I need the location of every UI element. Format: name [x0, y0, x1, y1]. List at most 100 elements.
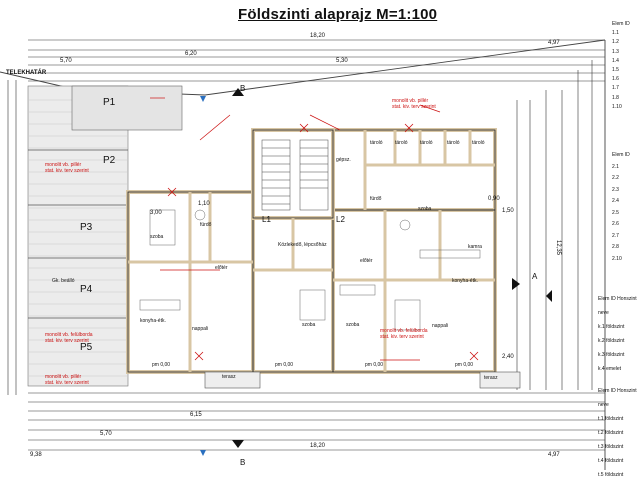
beam-note-2: monolit vb. felülborda stat. kiv. terv s… — [380, 328, 428, 340]
pillar-note-1-line1: monolit vb. pillér — [45, 162, 82, 168]
room-nappali-2: nappali — [432, 323, 449, 329]
pillar-note-1: monolit vb. pillér stat. kiv. terv szeri… — [45, 162, 89, 174]
table2-row: 2.8 — [612, 244, 619, 250]
room-szoba-1: szoba — [150, 234, 164, 240]
column-marks — [167, 123, 479, 361]
room-furdo-2: fürdő — [370, 196, 382, 202]
cell: emelet — [606, 366, 622, 372]
table2-row: 2.1 — [612, 163, 619, 170]
storage-4: tároló — [447, 140, 460, 146]
parking-p4: P4 — [80, 284, 93, 295]
table1-row: 1.4 — [612, 57, 619, 64]
table1-row: 1.10 — [612, 103, 622, 110]
dim-right-1: 12,35 — [555, 240, 561, 256]
table1-row: 1.6 — [612, 76, 619, 83]
room-eloter-2: előtér — [360, 258, 373, 264]
pm-level-2: pm 0,00 — [275, 362, 294, 368]
section-mark-a: A — [532, 272, 538, 281]
table3-header-name: Honszint neve — [598, 296, 637, 316]
table1-row: 1.5 — [612, 67, 619, 74]
pm-level-3: pm 0,00 — [365, 362, 384, 368]
level-markers — [200, 96, 206, 456]
element-table-2: Elem ID 2.1 2.2 2.3 2.4 2.5 2.6 2.7 2.8 … — [612, 150, 640, 265]
dim-inner-2: 1,10 — [198, 201, 210, 207]
room-terasz-2: terasz — [484, 375, 498, 381]
room-nappali-1: nappali — [192, 326, 209, 332]
table1-header: Elem ID — [612, 21, 630, 27]
parking-p3: P3 — [80, 222, 93, 233]
top-dimension-lines — [28, 39, 605, 82]
parking-area — [27, 85, 183, 387]
dim-top-2: 5,70 — [60, 58, 72, 64]
beam-note-2-line2: stat. kiv. terv szerint — [380, 334, 424, 340]
table2-row: 2.10 — [612, 255, 622, 262]
dim-bottom-4: 4,97 — [548, 452, 560, 458]
cell: földszint — [606, 352, 625, 358]
table2-row: 2.3 — [612, 186, 619, 193]
room-konyha-1: konyha-étk. — [140, 318, 166, 324]
red-annotations — [150, 97, 441, 361]
table4-header-id: Elem ID — [598, 388, 616, 394]
cell: k.2 — [598, 338, 605, 344]
beam-note-1-line2: stat. kiv. terv szerint — [45, 338, 89, 344]
table4-row: t.3 földszint — [598, 440, 640, 454]
dim-bottom-total: 18,20 — [310, 443, 326, 449]
storage-1: tároló — [370, 140, 383, 146]
cell: k.1 — [598, 324, 605, 330]
pillar-note-3-line1: monolit vb. pillér — [392, 98, 429, 104]
pillar-note-2-line1: monolit vb. pillér — [45, 374, 82, 380]
cell: t.1 — [598, 416, 604, 422]
gk-beallo-label: Gk. beálló — [52, 278, 75, 284]
cell: földszint — [606, 324, 625, 330]
cell: t.5 — [598, 472, 604, 478]
pillar-note-2-line2: stat. kiv. terv szerint — [45, 380, 89, 386]
table1-row: 1.1 — [612, 30, 619, 37]
section-mark-b-bottom: B — [240, 458, 246, 467]
pillar-note-1-line2: stat. kiv. terv szerint — [45, 168, 89, 174]
pillar-note-2: monolit vb. pillér stat. kiv. terv szeri… — [45, 374, 89, 386]
beam-note-1-line1: monolit vb. felülborda — [45, 332, 93, 338]
cell: földszint — [604, 430, 624, 436]
bottom-dimension-lines — [28, 392, 605, 451]
section-mark-b-top: B — [240, 84, 246, 93]
parking-p5: P5 — [80, 342, 93, 353]
table2-row: 2.5 — [612, 209, 619, 216]
table3-row: k.2 földszint — [598, 334, 640, 348]
cell: k.4 — [598, 366, 605, 372]
table4-header-name: Honszint neve — [598, 388, 637, 408]
cell: földszint — [604, 458, 624, 464]
dim-top-4: 4,97 — [548, 40, 560, 46]
table2-header: Elem ID — [612, 152, 630, 158]
room-terasz-1: terasz — [222, 374, 236, 380]
storage-5: tároló — [472, 140, 485, 146]
corridor-label: Közlekedő, lépcsőház — [278, 242, 327, 248]
table2-row: 2.4 — [612, 198, 619, 204]
cell: földszint — [604, 472, 624, 478]
room-szoba-2: szoba — [302, 322, 316, 328]
table2-row: 2.2 — [612, 175, 619, 181]
cell: t.4 — [598, 458, 604, 464]
table1-row: 1.8 — [612, 94, 619, 101]
dim-top-total: 18,20 — [310, 33, 326, 39]
left-dimension-lines — [7, 80, 17, 395]
pm-level-1: pm 0,00 — [152, 362, 171, 368]
dim-bottom-3: 5,70 — [100, 431, 112, 437]
property-line-label: TELEKHATÁR — [6, 70, 47, 76]
storage-3: tároló — [420, 140, 433, 146]
pillar-note-3-line2: stat. kiv. terv szerint — [392, 104, 436, 110]
table2-row: 2.6 — [612, 221, 619, 227]
dim-inner-3: 0,90 — [488, 196, 500, 202]
cell: t.2 — [598, 430, 604, 436]
parking-p2: P2 — [103, 155, 116, 166]
table3-row: k.4 emelet — [598, 362, 640, 376]
table4-row: t.2 földszint — [598, 426, 640, 440]
stair-label-l1: L1 — [262, 215, 271, 224]
table3-row: k.3 földszint — [598, 348, 640, 362]
cell: földszint — [604, 416, 624, 422]
building-walls — [126, 128, 521, 389]
table3-row: k.1 földszint — [598, 320, 640, 334]
table3-header-id: Elem ID — [598, 296, 616, 302]
room-furdo-1: fürdő — [200, 222, 212, 228]
